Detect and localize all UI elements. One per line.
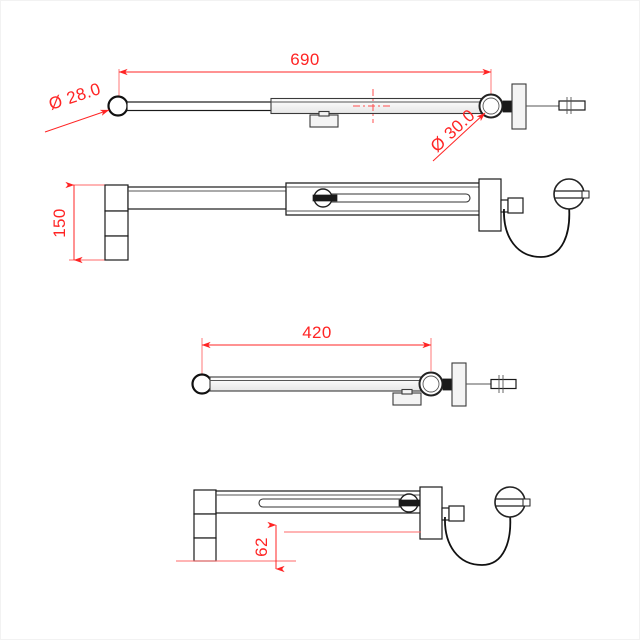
dimension-62: 62	[176, 521, 421, 573]
lanyard-cable-v2	[503, 205, 571, 258]
mount-plate-v1	[511, 83, 527, 130]
view-3-top-retracted: 420	[191, 323, 517, 407]
pin-ring-v4	[494, 486, 531, 518]
dimension-150: 150	[50, 181, 109, 264]
ball-end-left-v3	[191, 373, 213, 395]
centerline-cross-v1	[353, 89, 393, 123]
view-2-side-extended: 150	[50, 178, 590, 264]
end-block-v4	[419, 486, 443, 540]
clamp-block-v1	[309, 110, 339, 128]
vertical-leg-v4	[193, 489, 217, 562]
knob-v4[interactable]	[398, 493, 424, 513]
tube-v3	[209, 376, 431, 392]
dimension-150-label: 150	[50, 208, 69, 238]
horizontal-arm-v2	[127, 186, 289, 210]
pivot-ring-v3	[418, 371, 444, 397]
locking-pin-v1	[526, 97, 586, 114]
diameter-28-label: Ø 28.0	[46, 79, 103, 114]
dimension-690: 690	[118, 50, 492, 101]
dimension-690-label: 690	[290, 50, 320, 69]
dimension-420-label: 420	[302, 323, 332, 342]
view-1-top-extended: 690	[44, 50, 586, 162]
knob-v2[interactable]	[312, 188, 338, 208]
fitting-v4	[441, 505, 465, 522]
collar-v1	[502, 100, 513, 113]
leader-diameter-28: Ø 28.0	[44, 79, 110, 133]
vertical-leg-v2	[104, 184, 129, 261]
mount-plate-v3	[451, 362, 467, 407]
clamp-block-v3	[392, 388, 422, 406]
dimension-420: 420	[201, 323, 432, 376]
pivot-ring-v1	[478, 93, 504, 119]
locking-pin-v3	[466, 375, 517, 393]
pin-ring-v2	[553, 178, 590, 210]
lanyard-cable-v4	[444, 513, 512, 566]
collar-v3	[442, 378, 453, 391]
dimension-62-label: 62	[252, 537, 271, 557]
inner-rod-v1	[126, 101, 274, 112]
end-block-v2	[478, 178, 502, 232]
ball-end-left-v1	[107, 95, 129, 117]
slot-v2	[316, 193, 471, 203]
slot-v4	[258, 498, 412, 508]
view-4-side-retracted: 62	[176, 486, 531, 573]
